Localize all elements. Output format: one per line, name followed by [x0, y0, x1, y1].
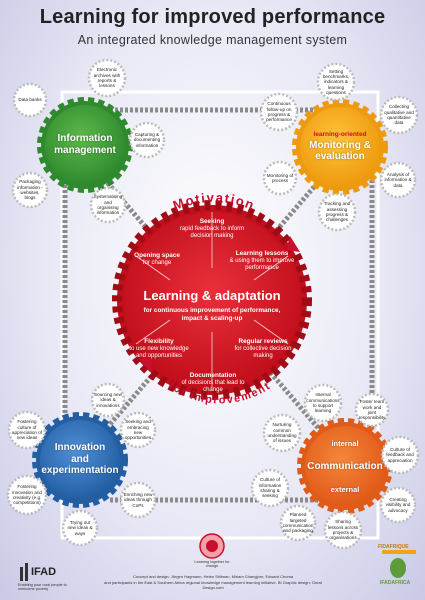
bubble-packaging-information: Packaging information - websites, blogs [17, 179, 43, 201]
bubble-analysis-information: Analysis of information & data [384, 172, 412, 188]
footer-credits-line1: Concept and design: Jürgen Hagmann, Hele… [132, 574, 294, 579]
bubble-sharing-lessons: Sharing lessons across projects & organi… [327, 519, 359, 541]
bubble-fostering-culture: Fostering culture of appreciation of new… [11, 419, 43, 441]
arc-arrow-right-icon [286, 236, 300, 252]
bubble-tracking-assessing: Tracking and assessing progress & challe… [323, 201, 351, 223]
bubble-culture-information-sharing: Culture of information sharing & seeking [258, 477, 282, 499]
bubble-sourcing-ideas: Sourcing new ideas & innovations [94, 392, 122, 408]
center-subtitle-line1: for continuous improvement of performanc… [143, 307, 281, 314]
bubble-data-banks: Data banks [18, 97, 42, 103]
bubble-culture-feedback: Culture of feedback and appreciation [386, 447, 414, 463]
bubble-enriching-ideas: Enriching new ideas through CoPs [123, 492, 153, 508]
bubble-creating-visibility: Creating visibility and advocacy [385, 497, 411, 513]
gear-label-monitoring: learning-oriented Monitoring &evaluation [309, 131, 371, 162]
bubble-gears [6, 58, 420, 550]
footer-center-logo [199, 533, 225, 559]
bubble-internal-communications: Internal communications to support learn… [306, 392, 340, 414]
footer-center-tagline: Learning together for change [194, 560, 230, 568]
center-gear [112, 200, 312, 400]
bubble-planned-communication: Planned targeted communication and packa… [282, 512, 314, 534]
bubble-nurturing-understanding: Nurturing common understanding of issues [267, 422, 297, 444]
gear-information-management [37, 97, 133, 193]
footer-fidafrique: FIDAFRIQUE [378, 544, 409, 550]
ifadafrica-logo-mark [390, 558, 406, 578]
ifad-logo-mark [20, 563, 28, 581]
center-subtitle-line2: impact & scaling-up [181, 315, 243, 322]
page-title: Learning for improved performance [39, 6, 386, 28]
arc-arrow-left-icon [138, 358, 152, 372]
page-subtitle: An integrated knowledge management syste… [77, 33, 348, 47]
footer-ifadafrica: IFADAFRICA [380, 580, 411, 586]
bubble-setting-benchmarks: Setting benchmarks, indicators & learnin… [322, 68, 350, 95]
center-title: Learning & adaptation [143, 288, 281, 303]
footer-ifad: IFAD [31, 566, 57, 578]
bubble-fostering-innovation: Fostering innovation and creativity (e.g… [12, 484, 42, 506]
footer-credits-line2: and participants in the East & Southern … [104, 580, 322, 590]
bubble-capturing-documenting: Capturing & documenting information [133, 132, 161, 148]
gear-innovation-experimentation [32, 412, 128, 508]
bubble-monitoring-process: Monitoring of process [266, 172, 294, 183]
fidafrique-logo-mark [382, 550, 416, 554]
bubble-seeking-opportunities: Seeking and embracing new opportunities [124, 419, 152, 441]
bubble-foster-team-work: Foster team work and joint responsibilit… [358, 399, 386, 421]
bubble-electronic-archives: Electronic archives with reports & lesso… [93, 67, 121, 89]
bubble-collecting-data: Collecting qualitative and quantitative … [384, 104, 414, 126]
gear-monitoring-evaluation [292, 99, 388, 195]
petal-learning-lessons: Learning lessons& using them to improve … [229, 250, 295, 271]
gear-label-communication: internal Communication external [307, 439, 383, 494]
footer-ifad-tagline: Enabling poor rural people to overcome p… [18, 583, 67, 591]
bubble-systematising: Systematising and organising information [93, 194, 123, 216]
bubble-continuous-follow-up: Continuous follow-up on progress & perfo… [266, 101, 292, 123]
bubble-trying-out: Trying out new ideas & ways [67, 520, 93, 536]
